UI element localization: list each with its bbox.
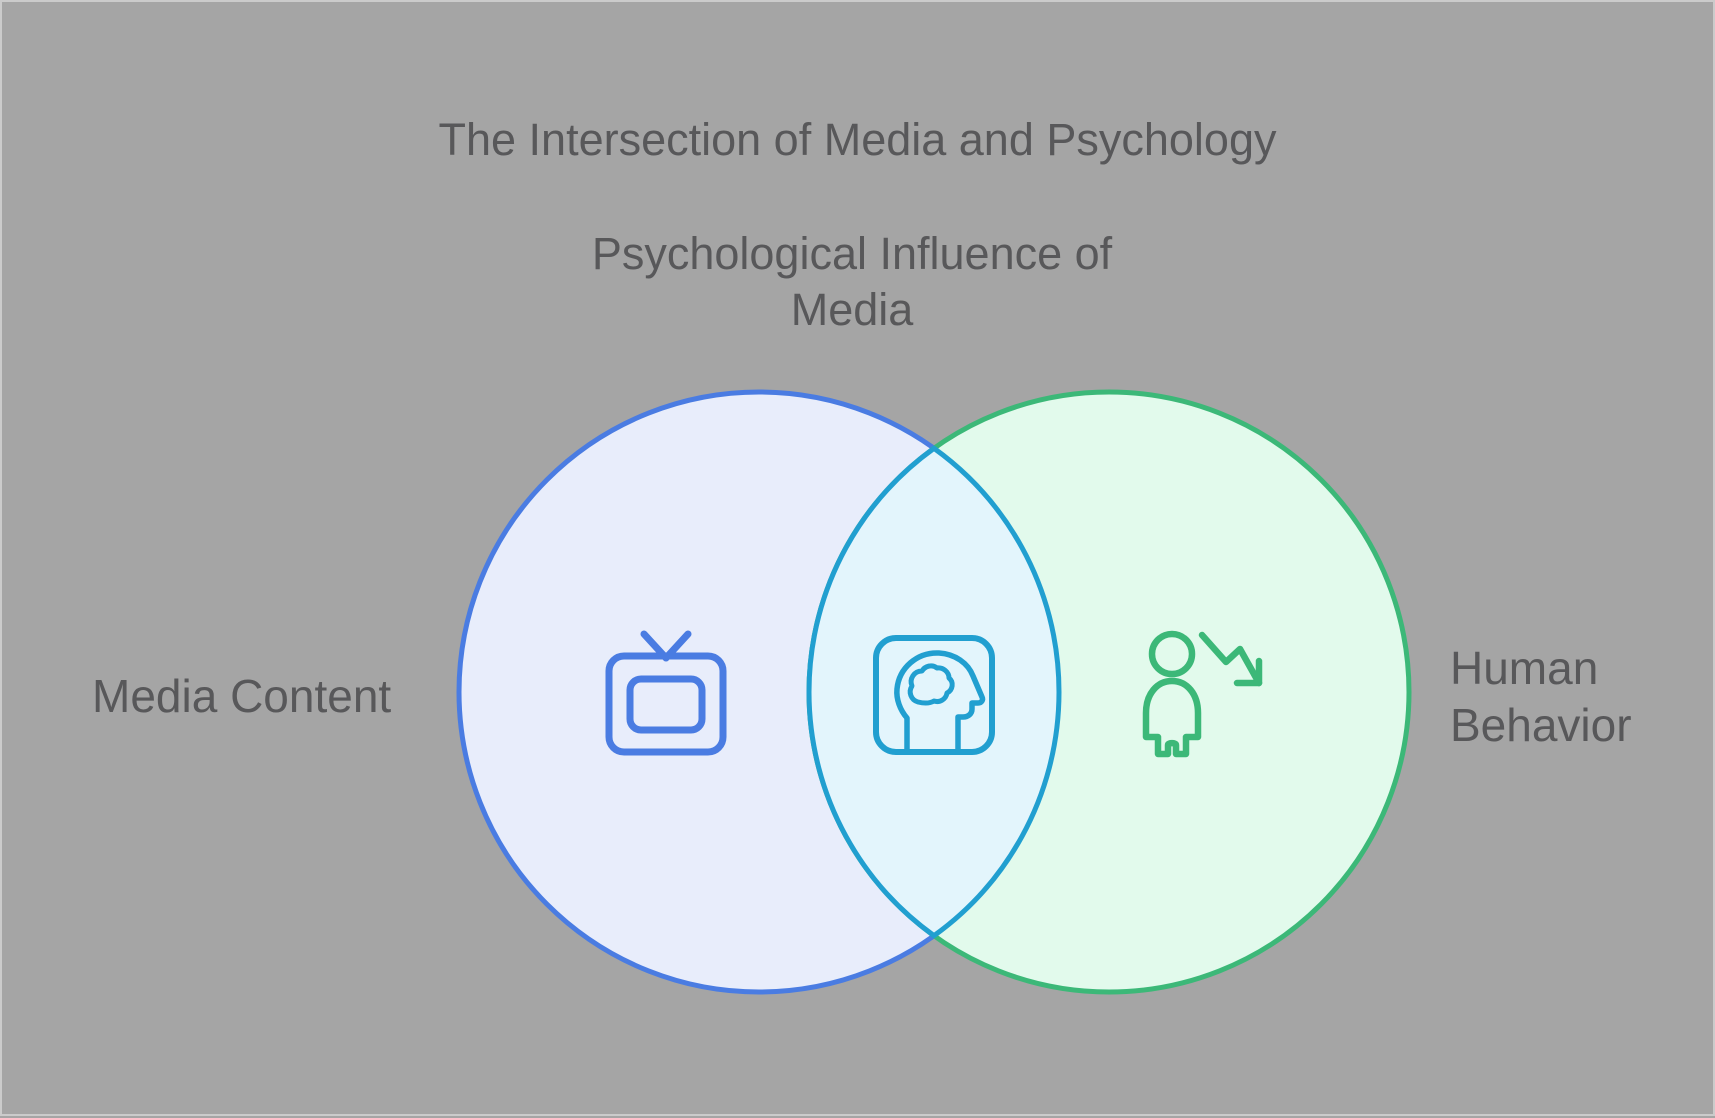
person-trend-down-icon bbox=[1142, 630, 1263, 758]
intersection-label: Psychological Influence of Media bbox=[591, 228, 1113, 335]
right-circle-label: Human Behavior bbox=[1450, 642, 1632, 751]
left-circle-label: Media Content bbox=[92, 670, 392, 722]
page-title: The Intersection of Media and Psychology bbox=[438, 114, 1277, 165]
intersection-lens bbox=[806, 445, 1062, 939]
tv-icon bbox=[605, 630, 727, 756]
trend-down-arrow-head bbox=[1233, 657, 1263, 687]
trend-down-arrow-shaft bbox=[1198, 631, 1263, 687]
head-brain-icon bbox=[873, 635, 995, 755]
